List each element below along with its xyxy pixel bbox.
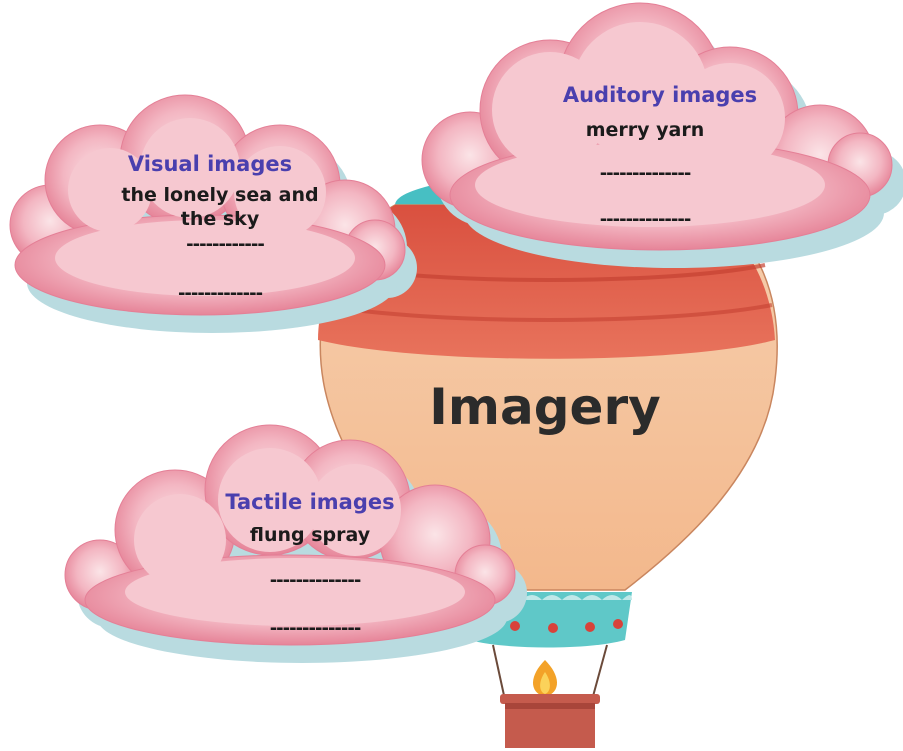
visual-heading: Visual images [80, 152, 340, 176]
imagery-title: Imagery [380, 378, 710, 436]
tactile-example: flung spray [180, 523, 440, 547]
auditory-blank-2: -------------- [520, 209, 770, 230]
balloon-basket [500, 694, 600, 704]
tactile-blank-1: -------------- [190, 570, 440, 591]
auditory-heading: Auditory images [525, 83, 795, 107]
visual-example-line1: the lonely sea and [60, 183, 380, 207]
tactile-heading: Tactile images [185, 490, 435, 514]
auditory-example: merry yarn [515, 118, 775, 142]
auditory-blank-1: -------------- [520, 163, 770, 184]
visual-example-line2: the sky [60, 207, 380, 231]
visual-blank-2: ------------- [105, 283, 335, 304]
visual-blank-1: ------------ [110, 234, 340, 255]
tactile-blank-2: -------------- [190, 618, 440, 639]
